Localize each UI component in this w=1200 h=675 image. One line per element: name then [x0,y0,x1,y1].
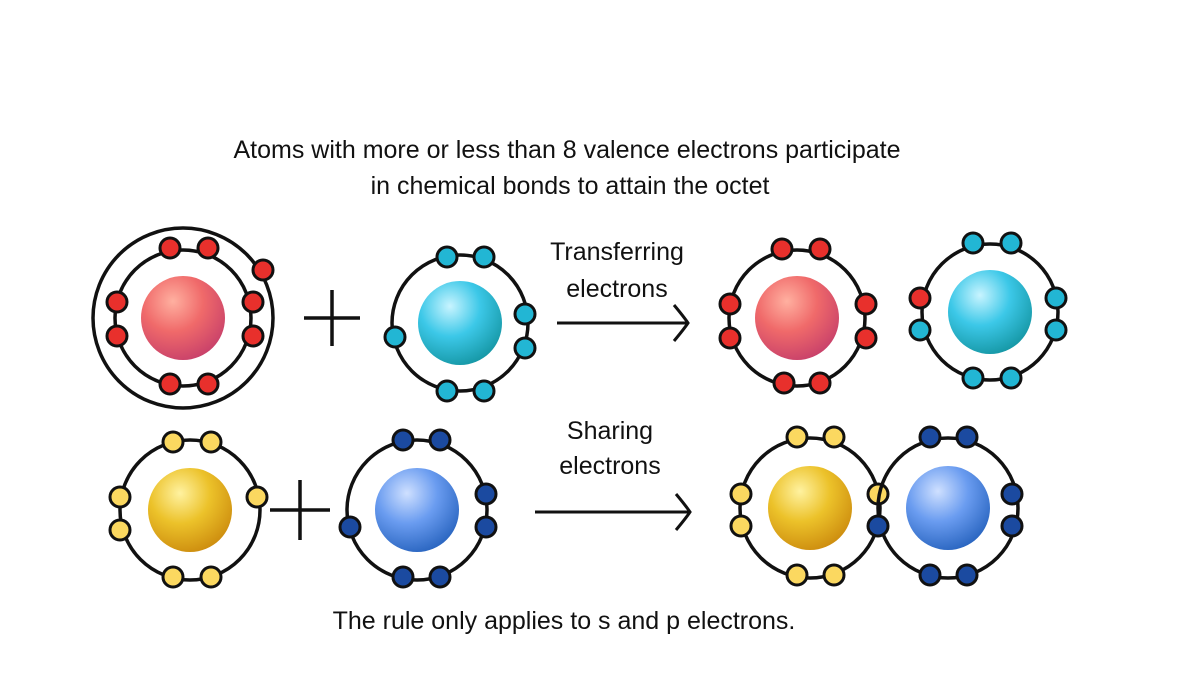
title-line-1: Atoms with more or less than 8 valence e… [233,136,901,164]
electron [908,318,932,342]
electron [718,292,742,316]
electron [158,236,182,260]
electron [785,563,809,587]
electron [729,482,753,506]
electron [428,565,452,589]
electron [808,237,832,261]
bonded-yellow-shell [738,436,882,580]
footer-note: The rule only applies to s and p electro… [332,607,796,635]
arrow-head [672,304,690,342]
electron [908,286,932,310]
electron [196,372,220,396]
electron [105,324,129,348]
electron [513,336,537,360]
ion-positive-shell [727,248,867,388]
bonded-blue-shell [876,436,1020,580]
ion-negative-shell [920,242,1060,382]
bonded-yellow-nucleus [768,466,852,550]
ion-positive-nucleus [755,276,839,360]
electron [770,237,794,261]
electron [241,324,265,348]
atom-chlorine-like-nucleus [418,281,502,365]
electron [955,563,979,587]
atom-blue-shell [345,438,489,582]
electron [472,379,496,403]
electron [718,326,742,350]
transfer-label-2: electrons [566,275,668,303]
atom-yellow-shell [118,438,262,582]
electron [1000,482,1024,506]
electron [772,371,796,395]
electron [108,518,132,542]
electron [241,290,265,314]
atom-sodium-like-nucleus [141,276,225,360]
electron [338,515,362,539]
electron [251,258,275,282]
electron [961,231,985,255]
electron [918,563,942,587]
electron [435,379,459,403]
electron [808,371,832,395]
electron [999,231,1023,255]
electron [1044,318,1068,342]
transfer-label-1: Transferring [550,238,684,266]
electron [105,290,129,314]
electron [196,236,220,260]
sharing-label-2: electrons [559,452,661,480]
electron [108,485,132,509]
electron [391,428,415,452]
electron [1000,514,1024,538]
atom-sodium-like-outer-shell [91,226,275,410]
electron [158,372,182,396]
electron [918,425,942,449]
ion-negative-nucleus [948,270,1032,354]
electron [854,292,878,316]
electron [822,563,846,587]
electron [822,425,846,449]
electron [513,302,537,326]
electron [428,428,452,452]
atom-yellow-nucleus [148,468,232,552]
atom-sodium-like-shell [113,248,253,388]
sharing-label-1: Sharing [566,417,654,445]
electron [199,565,223,589]
electron [161,565,185,589]
arrow-head [674,493,692,531]
electron [245,485,269,509]
electron [383,325,407,349]
electron [161,430,185,454]
electron [866,514,890,538]
electron [472,245,496,269]
electron [955,425,979,449]
title-line-2: in chemical bonds to attain the octet [370,172,770,200]
electron [1044,286,1068,310]
electron [961,366,985,390]
electron [474,515,498,539]
atom-blue-nucleus [375,468,459,552]
electron [999,366,1023,390]
electron [474,482,498,506]
electron [199,430,223,454]
electron [391,565,415,589]
electron [854,326,878,350]
electron [785,425,809,449]
electron [435,245,459,269]
bonded-blue-nucleus [906,466,990,550]
electron [729,514,753,538]
